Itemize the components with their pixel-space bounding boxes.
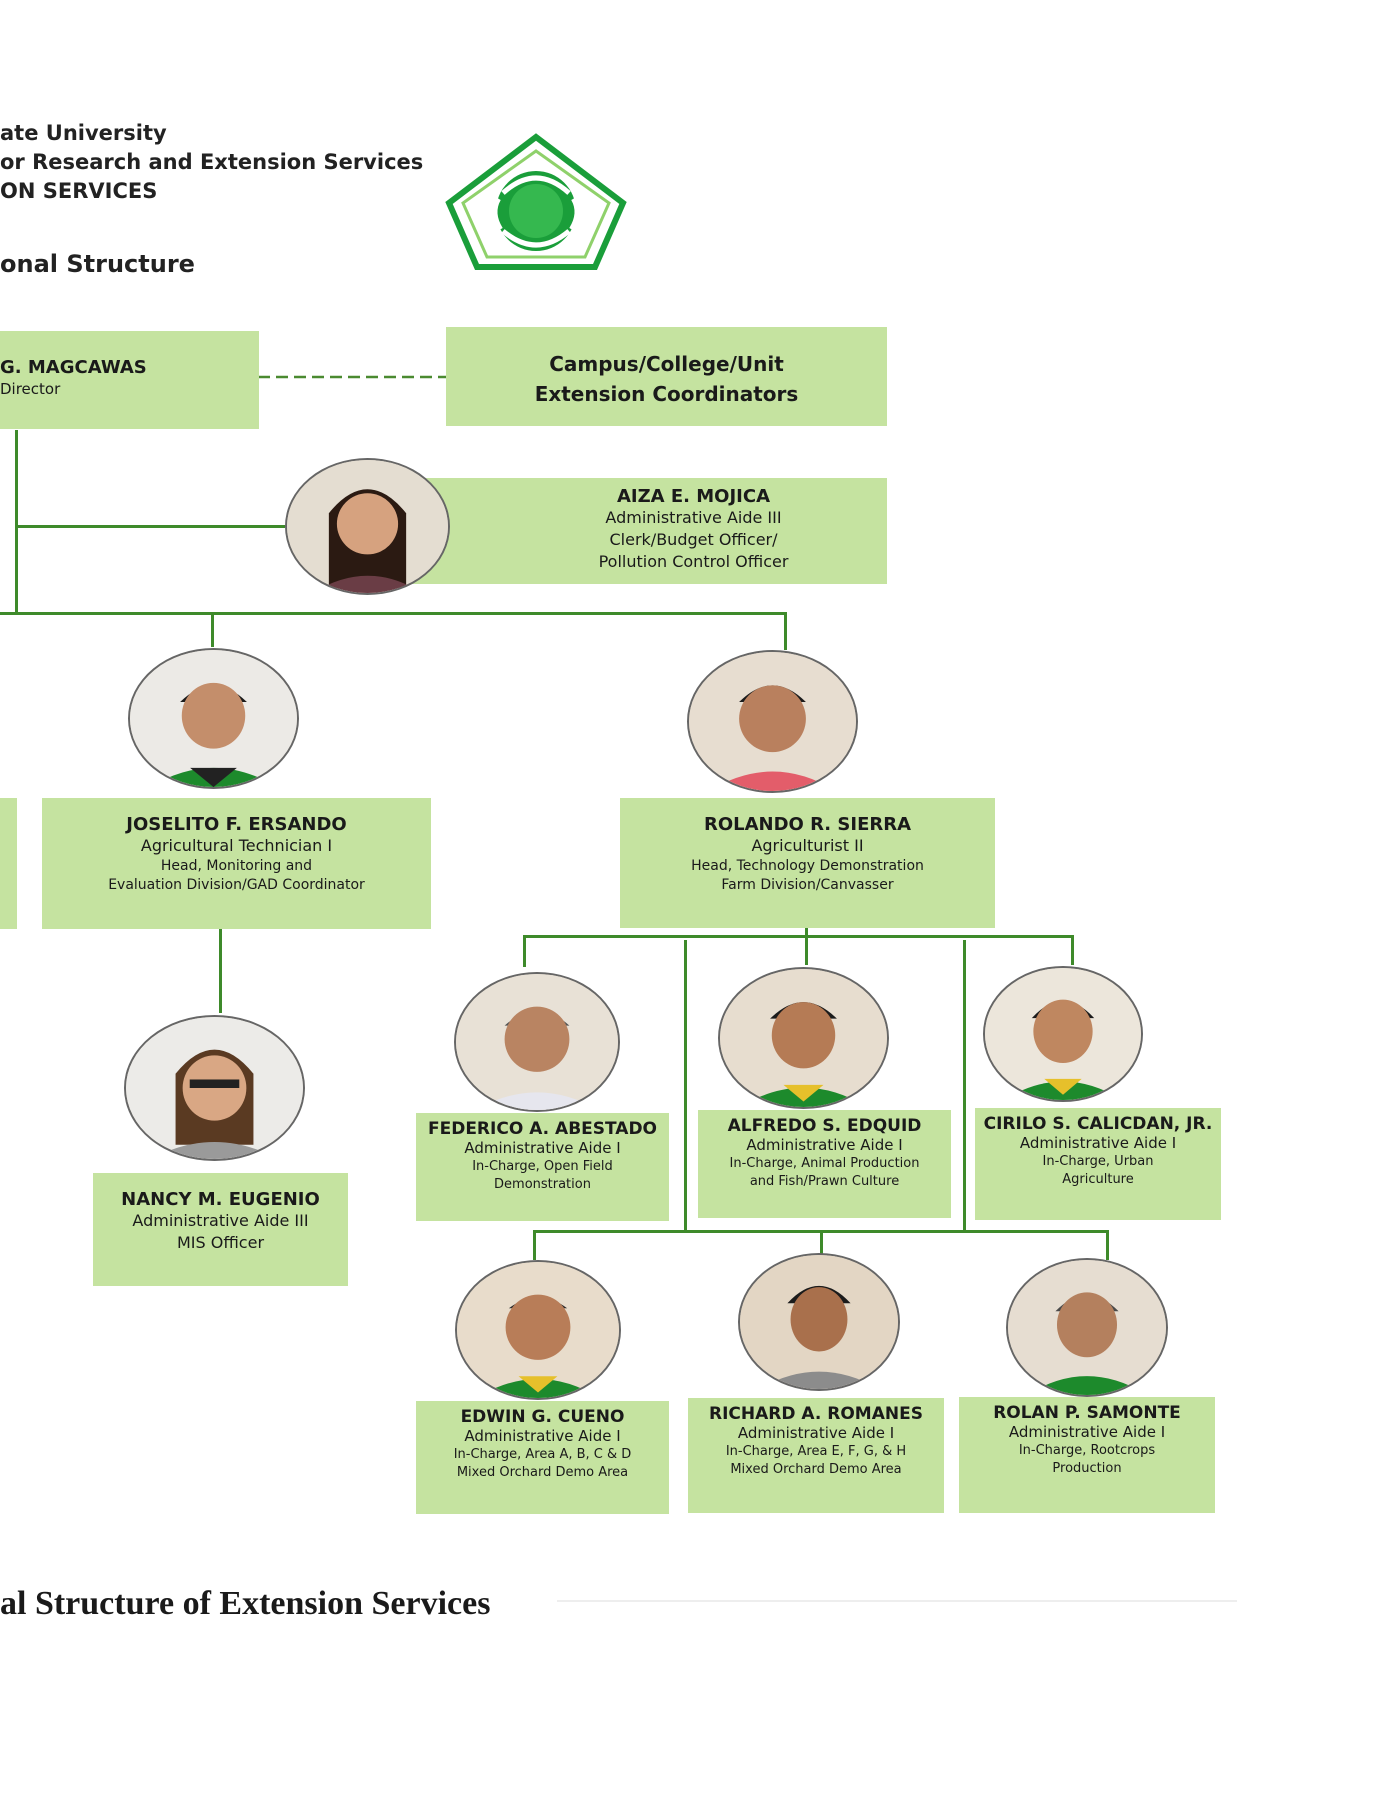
person-role: Evaluation Division/GAD Coordinator — [108, 877, 365, 893]
header-chart-title: onal Structure — [0, 250, 195, 278]
person-title: Administrative Aide I — [737, 1424, 895, 1442]
person-box-romanes: RICHARD A. ROMANES Administrative Aide I… — [688, 1398, 944, 1513]
person-role: Agriculture — [1062, 1172, 1134, 1187]
header-office: or Research and Extension Services — [0, 150, 424, 174]
person-name: FEDERICO A. ABESTADO — [427, 1119, 658, 1139]
person-title: Administrative Aide III — [605, 508, 782, 527]
portrait-photo-edquid — [718, 967, 889, 1109]
divider — [557, 1600, 1237, 1602]
director-box: G. MAGCAWAS Director — [0, 331, 259, 429]
portrait-photo-eugenio — [124, 1015, 305, 1161]
university-seal-logo — [443, 133, 629, 271]
person-box-mojica: AIZA E. MOJICA Administrative Aide III C… — [410, 478, 887, 584]
person-name: JOSELITO F. ERSANDO — [126, 814, 347, 835]
person-box-abestado: FEDERICO A. ABESTADO Administrative Aide… — [416, 1113, 669, 1221]
portrait-photo-sierra — [687, 650, 858, 793]
connector-line — [1106, 1230, 1109, 1260]
connector-line — [15, 525, 285, 528]
person-title: Agricultural Technician I — [140, 836, 333, 855]
person-box-eugenio: NANCY M. EUGENIO Administrative Aide III… — [93, 1173, 348, 1286]
connector-line — [805, 926, 808, 936]
person-role: MIS Officer — [176, 1233, 265, 1252]
person-title: Administrative Aide I — [464, 1427, 621, 1445]
dashed-connector — [258, 375, 448, 379]
person-role: In-Charge, Open Field — [472, 1159, 613, 1174]
person-role: In-Charge, Area A, B, C & D — [453, 1447, 632, 1462]
person-role: In-Charge, Area E, F, G, & H — [725, 1444, 907, 1459]
person-box-samonte: ROLAN P. SAMONTE Administrative Aide I I… — [959, 1397, 1215, 1513]
person-role: Demonstration — [494, 1177, 591, 1192]
partial-box-left — [0, 798, 17, 929]
person-name: CIRILO S. CALICDAN, JR. — [983, 1114, 1213, 1134]
person-name: AIZA E. MOJICA — [616, 486, 771, 507]
connector-line — [533, 1230, 536, 1260]
person-title: Administrative Aide I — [1008, 1423, 1166, 1441]
connector-line — [1071, 935, 1074, 965]
connector-line — [963, 940, 966, 1232]
connector-line — [0, 612, 786, 615]
coordinators-line2: Extension Coordinators — [534, 382, 799, 406]
header-university: ate University — [0, 121, 167, 145]
person-role: Mixed Orchard Demo Area — [456, 1465, 629, 1480]
portrait-photo-samonte — [1006, 1258, 1168, 1397]
person-role: Production — [1052, 1461, 1122, 1476]
person-box-edquid: ALFREDO S. EDQUID Administrative Aide I … — [698, 1110, 951, 1218]
connector-line — [684, 940, 687, 1232]
connector-line — [219, 928, 222, 1013]
person-box-ersando: JOSELITO F. ERSANDO Agricultural Technic… — [42, 798, 431, 929]
portrait-photo-mojica — [285, 458, 450, 595]
portrait-photo-abestado — [454, 972, 620, 1112]
person-box-cueno: EDWIN G. CUENO Administrative Aide I In-… — [416, 1401, 669, 1514]
person-role: Clerk/Budget Officer/ — [609, 530, 778, 549]
person-name: ALFREDO S. EDQUID — [727, 1116, 922, 1136]
person-role: In-Charge, Urban — [1042, 1154, 1154, 1169]
portrait-photo-cueno — [455, 1260, 621, 1400]
portrait-photo-romanes — [738, 1253, 900, 1391]
person-title: Administrative Aide I — [746, 1136, 903, 1154]
header-unit: ON SERVICES — [0, 179, 158, 203]
person-role: In-Charge, Rootcrops — [1018, 1443, 1156, 1458]
person-box-calicdan: CIRILO S. CALICDAN, JR. Administrative A… — [975, 1108, 1221, 1220]
portrait-photo-ersando — [128, 648, 299, 789]
person-role: and Fish/Prawn Culture — [749, 1174, 900, 1189]
connector-line — [523, 935, 526, 967]
person-role: Head, Technology Demonstration — [691, 858, 924, 874]
person-role: Head, Monitoring and — [160, 858, 313, 874]
person-name: ROLAN P. SAMONTE — [993, 1403, 1181, 1423]
person-box-sierra: ROLANDO R. SIERRA Agriculturist II Head,… — [620, 798, 995, 928]
figure-caption: al Structure of Extension Services — [0, 1585, 491, 1622]
person-title: Administrative Aide I — [464, 1139, 621, 1157]
person-title: Administrative Aide III — [132, 1211, 309, 1230]
person-name: EDWIN G. CUENO — [460, 1407, 625, 1427]
director-name: G. MAGCAWAS — [0, 357, 147, 378]
director-title: Director — [0, 380, 61, 398]
connector-line — [523, 935, 1073, 938]
connector-line — [15, 430, 18, 612]
person-role: In-Charge, Animal Production — [729, 1156, 920, 1171]
coordinators-line1: Campus/College/Unit — [549, 352, 784, 376]
connector-line — [211, 612, 214, 647]
coordinators-box: Campus/College/Unit Extension Coordinato… — [446, 327, 887, 426]
person-role: Farm Division/Canvasser — [721, 877, 894, 893]
person-name: NANCY M. EUGENIO — [121, 1189, 320, 1210]
person-role: Pollution Control Officer — [598, 552, 789, 571]
portrait-photo-calicdan — [983, 966, 1143, 1102]
connector-line — [805, 935, 808, 965]
connector-line — [820, 1230, 823, 1260]
connector-line — [784, 612, 787, 650]
person-name: RICHARD A. ROMANES — [709, 1404, 923, 1424]
person-title: Administrative Aide I — [1019, 1134, 1177, 1152]
person-role: Mixed Orchard Demo Area — [730, 1462, 902, 1477]
person-name: ROLANDO R. SIERRA — [703, 814, 912, 835]
person-title: Agriculturist II — [751, 836, 864, 855]
